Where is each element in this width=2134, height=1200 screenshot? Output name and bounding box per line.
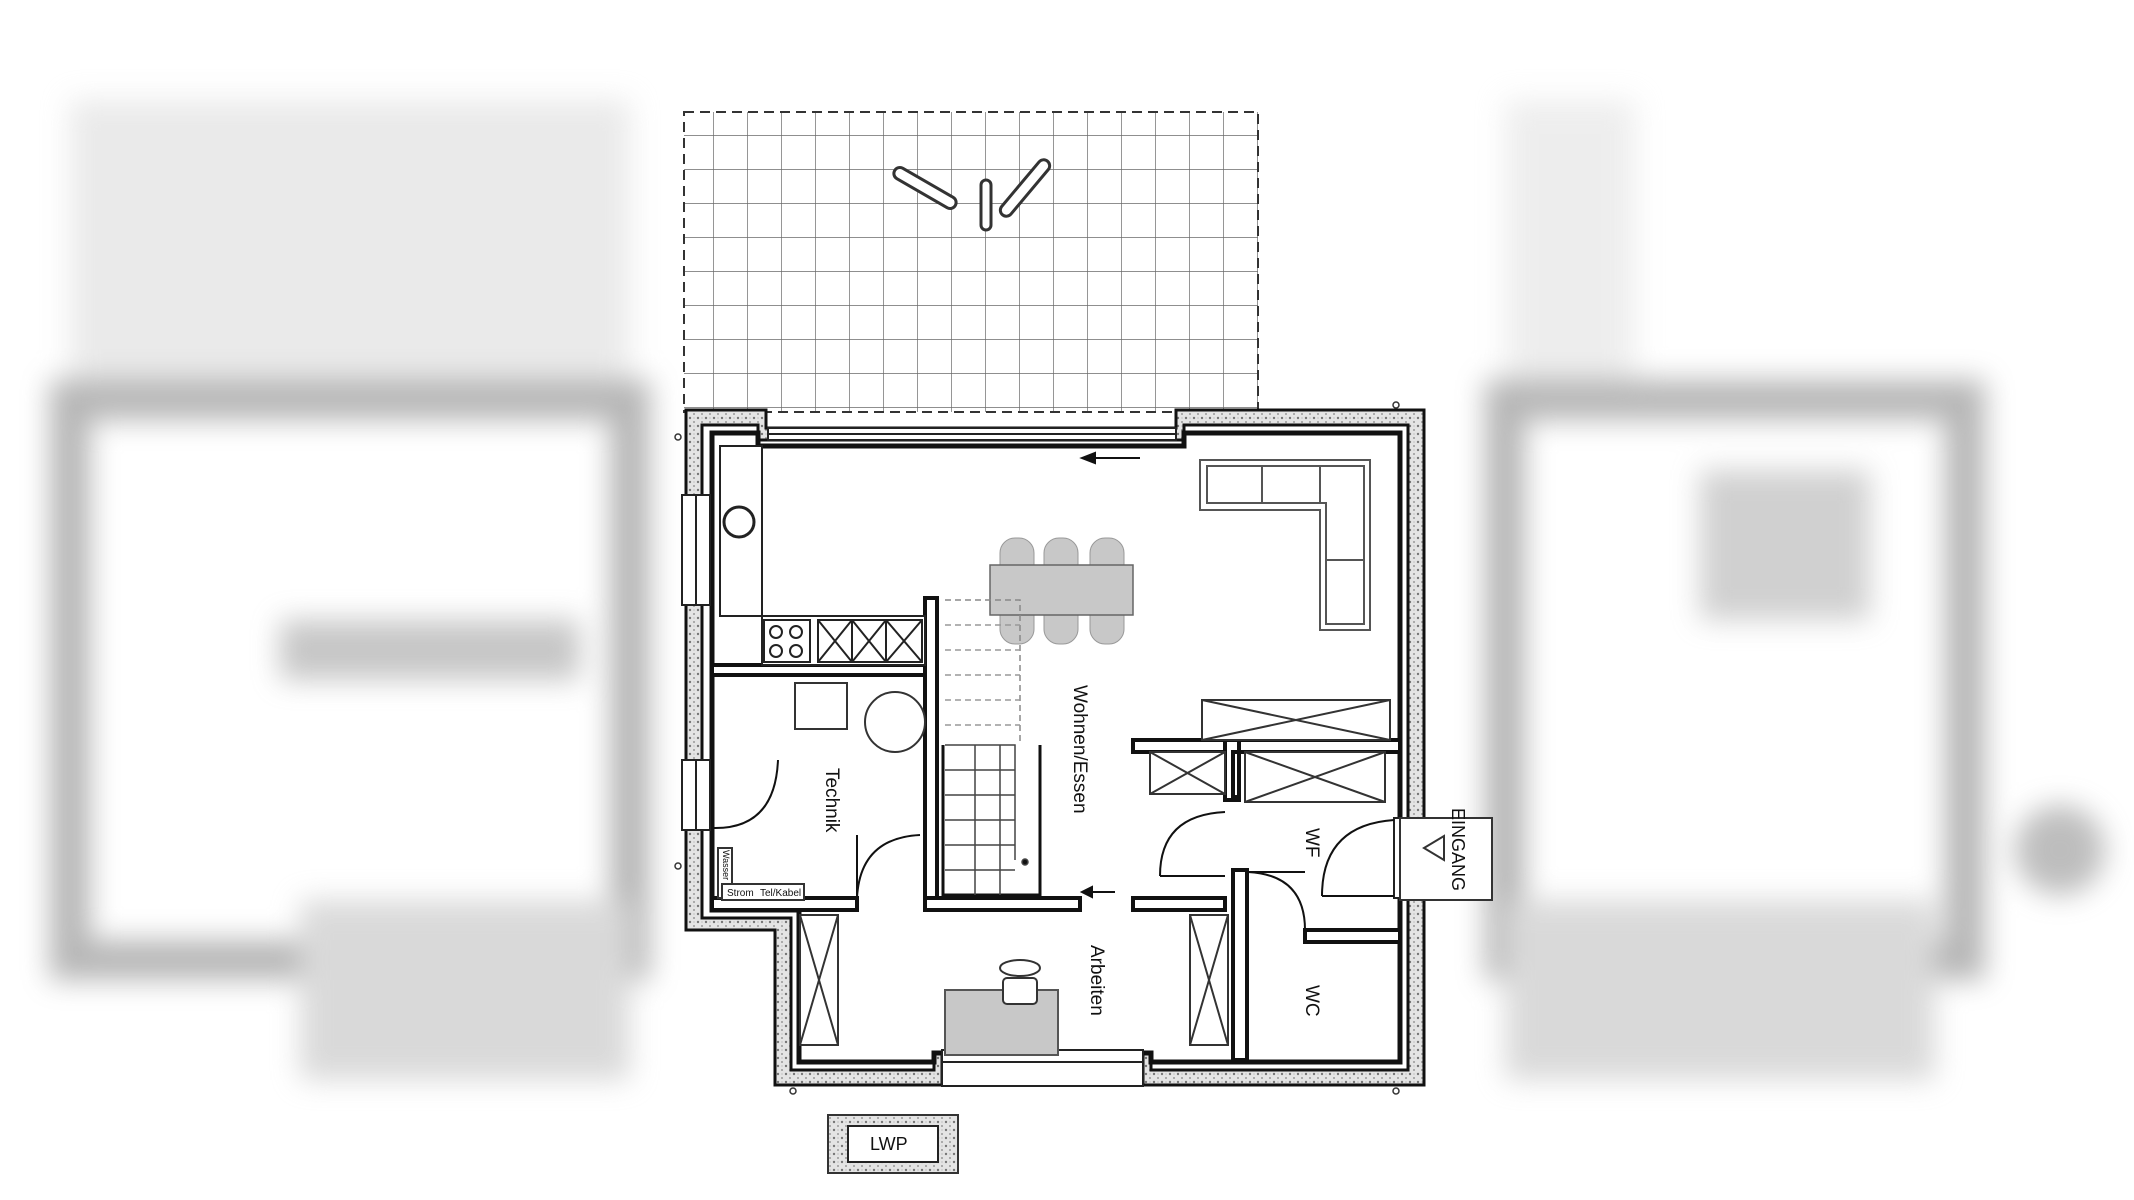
room-label-wc: WC bbox=[1301, 985, 1322, 1017]
wardrobes bbox=[799, 699, 1391, 1046]
technik-equipment bbox=[717, 682, 926, 901]
room-label-wf: WF bbox=[1301, 828, 1322, 858]
boiler-icon bbox=[864, 691, 926, 753]
dining-set bbox=[989, 537, 1134, 645]
staircase bbox=[941, 599, 1042, 897]
room-label-technik: Technik bbox=[821, 768, 842, 833]
utility-label-wasser: Wasser bbox=[721, 850, 731, 880]
dining-table bbox=[989, 564, 1134, 616]
room-label-arbeiten: Arbeiten bbox=[1086, 945, 1107, 1016]
heat-pump-label: LWP bbox=[870, 1134, 908, 1154]
survey-points bbox=[674, 401, 1400, 1095]
stove-icon bbox=[763, 619, 811, 663]
kitchen bbox=[719, 445, 926, 666]
terrace bbox=[683, 111, 1259, 413]
sofa bbox=[1199, 459, 1371, 631]
blurred-backdrop-left bbox=[50, 100, 650, 1080]
utility-label-strom: Strom bbox=[727, 888, 754, 899]
sink-icon bbox=[722, 505, 756, 539]
doors bbox=[711, 759, 1395, 931]
blurred-backdrop-right bbox=[1485, 100, 2105, 1080]
utility-label-tel-kabel: Tel/Kabel bbox=[760, 888, 801, 899]
office-chair-icon bbox=[999, 959, 1041, 1005]
garden-lamp-icon bbox=[892, 158, 1052, 232]
room-label-wohnen-essen: Wohnen/Essen bbox=[1069, 685, 1090, 814]
entrance-arrow-icon bbox=[1422, 834, 1445, 862]
windows bbox=[681, 427, 1409, 1087]
heat-pump-unit bbox=[827, 1114, 959, 1174]
entrance-label: EINGANG bbox=[1448, 808, 1468, 891]
direction-arrows bbox=[1079, 451, 1140, 899]
entrance-marker bbox=[1399, 817, 1493, 901]
desk bbox=[944, 959, 1059, 1056]
